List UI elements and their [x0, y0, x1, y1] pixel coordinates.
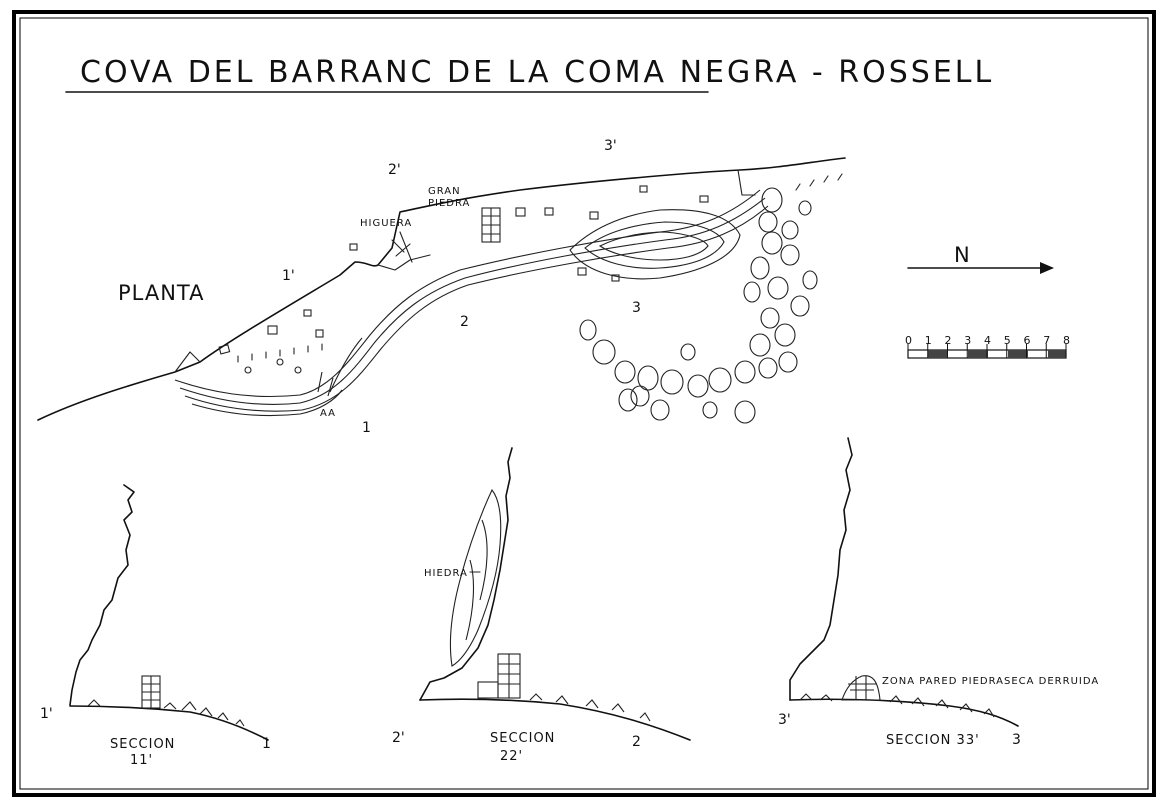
mark-1: 1 — [362, 420, 371, 436]
section-1-right-mark: 1 — [262, 736, 271, 752]
section-3-note: ZONA PARED PIEDRASECA DERRUIDA — [882, 676, 1099, 687]
scale-tick-label: 1 — [925, 334, 932, 347]
section-3-profile — [789, 437, 853, 701]
mark-2prime: 2' — [388, 162, 401, 178]
outer-frame — [12, 10, 1156, 797]
gran-piedra-block — [481, 207, 501, 243]
section-3-right-mark: 3 — [1012, 732, 1021, 748]
gran-label: GRAN — [428, 186, 461, 197]
plan-rock-pile — [569, 209, 741, 280]
mark-3: 3 — [632, 300, 641, 316]
plan-inner-line — [174, 169, 756, 373]
higuera-label: HIGUERA — [360, 218, 412, 229]
section-3-debris — [799, 693, 995, 718]
ground-ticks — [237, 173, 843, 363]
plan-view: PLANTA — [37, 138, 846, 436]
section-1-left-mark: 1' — [40, 706, 53, 722]
section-2-note: HIEDRA — [424, 568, 468, 579]
scale-tick-label: 4 — [984, 334, 991, 347]
scale-tick-label: 6 — [1024, 334, 1031, 347]
section-1-floor — [69, 705, 269, 741]
section-1-name: SECCION — [110, 737, 175, 752]
scale-tick-label: 2 — [945, 334, 952, 347]
scale-tick-label: 5 — [1004, 334, 1011, 347]
section-2-sub: 22' — [500, 749, 523, 764]
mark-aa: AA — [320, 408, 336, 419]
section-3-left-mark: 3' — [778, 712, 791, 728]
scale-tick-label: 8 — [1063, 334, 1070, 347]
section-2-left-mark: 2' — [392, 730, 405, 746]
section-2-ivy — [449, 488, 502, 667]
section-3: ZONA PARED PIEDRASECA DERRUIDA 3' 3 SECC… — [778, 437, 1099, 748]
section-1: 1' 1 SECCION 11' — [40, 484, 271, 768]
section-2-floor — [419, 698, 691, 741]
mark-2: 2 — [460, 314, 469, 330]
piedra-label: PIEDRA — [428, 198, 470, 209]
title: COVA DEL BARRANC DE LA COMA NEGRA - ROSS… — [80, 55, 994, 90]
plan-wall-rows — [174, 189, 769, 417]
section-1-profile — [69, 484, 135, 706]
section-2: HIEDRA 2' 2 SECCION 22' — [392, 447, 691, 764]
inner-frame — [19, 17, 1149, 790]
scale-tick-label: 7 — [1043, 334, 1050, 347]
mark-1prime: 1' — [282, 268, 295, 284]
section-1-debris — [87, 699, 245, 727]
section-2-profile — [419, 447, 513, 701]
higuera-symbol — [391, 231, 413, 263]
section-2-right-mark: 2 — [632, 734, 641, 750]
section-3-collapsed-wall — [841, 675, 881, 701]
section-2-name: SECCION — [490, 731, 555, 746]
section-3-floor — [789, 698, 1019, 727]
plan-block-ring — [579, 187, 818, 424]
plan-scattered-rocks — [218, 185, 709, 374]
section-1-sub: 11' — [130, 753, 153, 768]
scale-tick-label: 3 — [964, 334, 971, 347]
section-2-debris — [529, 693, 651, 722]
plan-label: PLANTA — [118, 281, 204, 305]
scale-tick-label: 0 — [905, 334, 912, 347]
north-arrow: N — [907, 243, 1054, 274]
mark-3prime: 3' — [604, 138, 617, 154]
north-label: N — [954, 243, 971, 267]
section-3-name: SECCION 33' — [886, 733, 980, 748]
